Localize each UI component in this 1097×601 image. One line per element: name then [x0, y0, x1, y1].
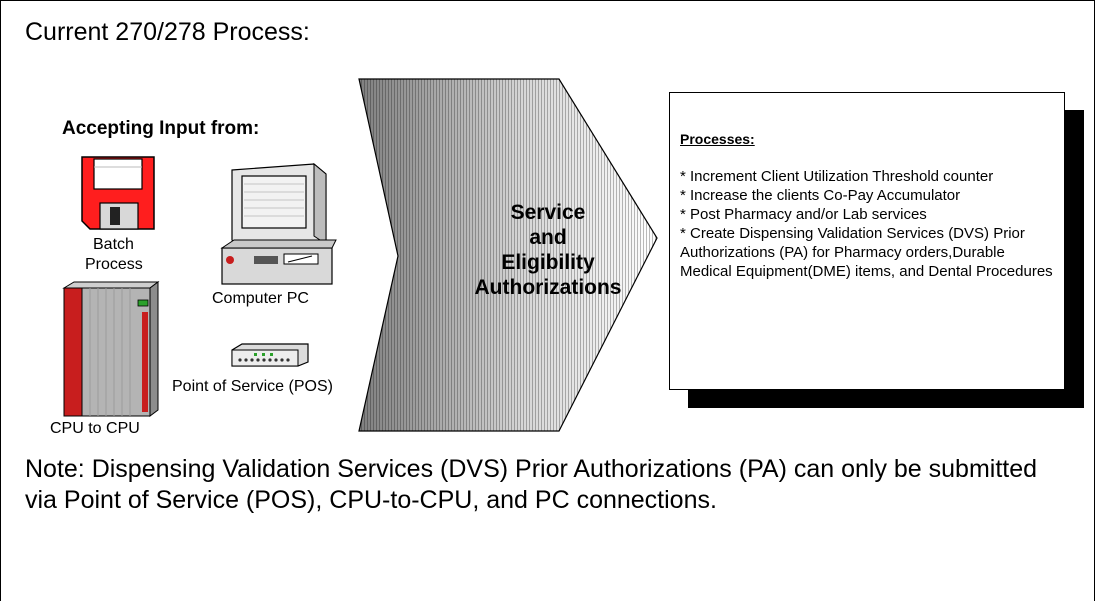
arrow-label-line-3: Eligibility: [501, 251, 595, 274]
floppy-disk-icon: [81, 156, 155, 230]
computer-pc-icon: [220, 162, 337, 285]
process-flow-arrow: [358, 78, 658, 432]
process-item: * Increase the clients Co-Pay Accumulato…: [680, 187, 961, 204]
input-sources-heading: Accepting Input from:: [62, 118, 260, 139]
process-item: * Post Pharmacy and/or Lab services: [680, 206, 927, 223]
batch-process-label-2: Process: [85, 256, 143, 273]
processes-list: * Increment Client Utilization Threshold…: [680, 167, 1058, 281]
pos-label: Point of Service (POS): [172, 378, 333, 395]
computer-pc-label: Computer PC: [212, 290, 309, 307]
arrow-label-line-4: Authorizations: [474, 276, 622, 299]
batch-process-label-1: Batch: [93, 236, 134, 253]
arrow-label: Service and Eligibility Authorizations: [458, 200, 638, 300]
pos-terminal-icon: [231, 343, 309, 367]
processes-box: Processes: * Increment Client Utilizatio…: [669, 92, 1065, 390]
note-text: Note: Dispensing Validation Services (DV…: [25, 455, 1038, 514]
processes-heading: Processes:: [680, 131, 755, 147]
page-title: Current 270/278 Process:: [25, 18, 310, 46]
cpu-to-cpu-label: CPU to CPU: [50, 420, 140, 437]
cpu-server-icon: [62, 281, 160, 417]
arrow-label-line-1: Service: [510, 201, 586, 224]
process-item: * Create Dispensing Validation Services …: [680, 225, 1053, 280]
arrow-label-line-2: and: [529, 226, 567, 249]
process-item: * Increment Client Utilization Threshold…: [680, 168, 994, 185]
